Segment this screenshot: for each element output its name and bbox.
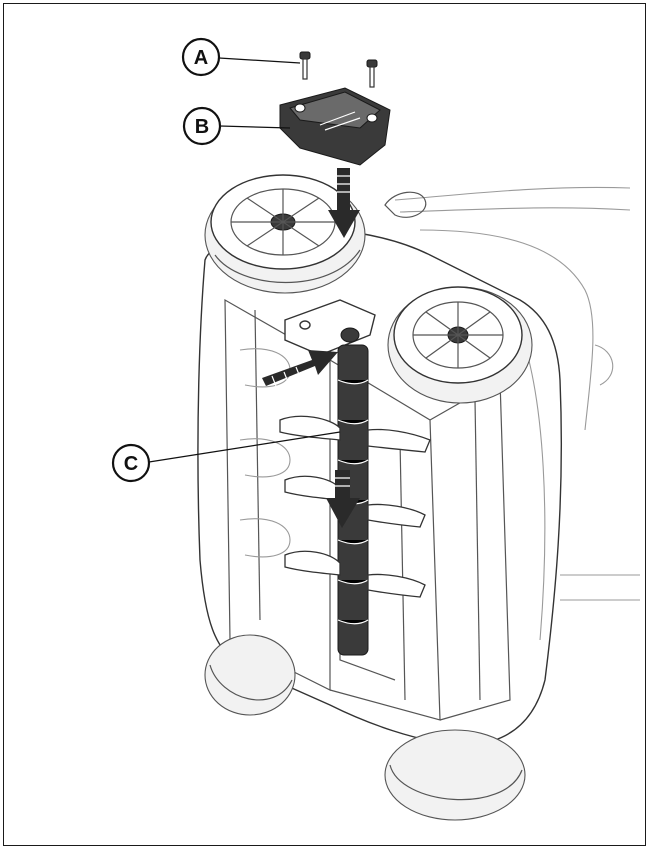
leader-line-a: [218, 57, 301, 64]
screw-right: [366, 59, 378, 88]
roller-bracket: [284, 299, 376, 356]
leader-line-c: [148, 431, 341, 463]
insert-arrow-horizontal: [262, 350, 338, 387]
leader-line-b: [219, 125, 291, 129]
screw-left: [299, 51, 311, 80]
callout-a: A: [181, 37, 221, 77]
wheel-right: [387, 286, 533, 404]
wheel-top-left: [204, 174, 366, 294]
callout-a-label: A: [194, 47, 208, 69]
handle-frame: [384, 186, 640, 601]
callout-c-label: C: [124, 453, 138, 475]
wheel-bottom-left: [204, 634, 296, 716]
wheel-bottom-right: [384, 729, 526, 821]
cover-part: [279, 87, 391, 166]
callout-b: B: [182, 106, 222, 146]
callout-b-label: B: [195, 116, 209, 138]
callout-c: C: [111, 443, 151, 483]
insert-arrow-down-roller: [326, 470, 360, 528]
insert-arrow-down-cover: [328, 168, 360, 238]
